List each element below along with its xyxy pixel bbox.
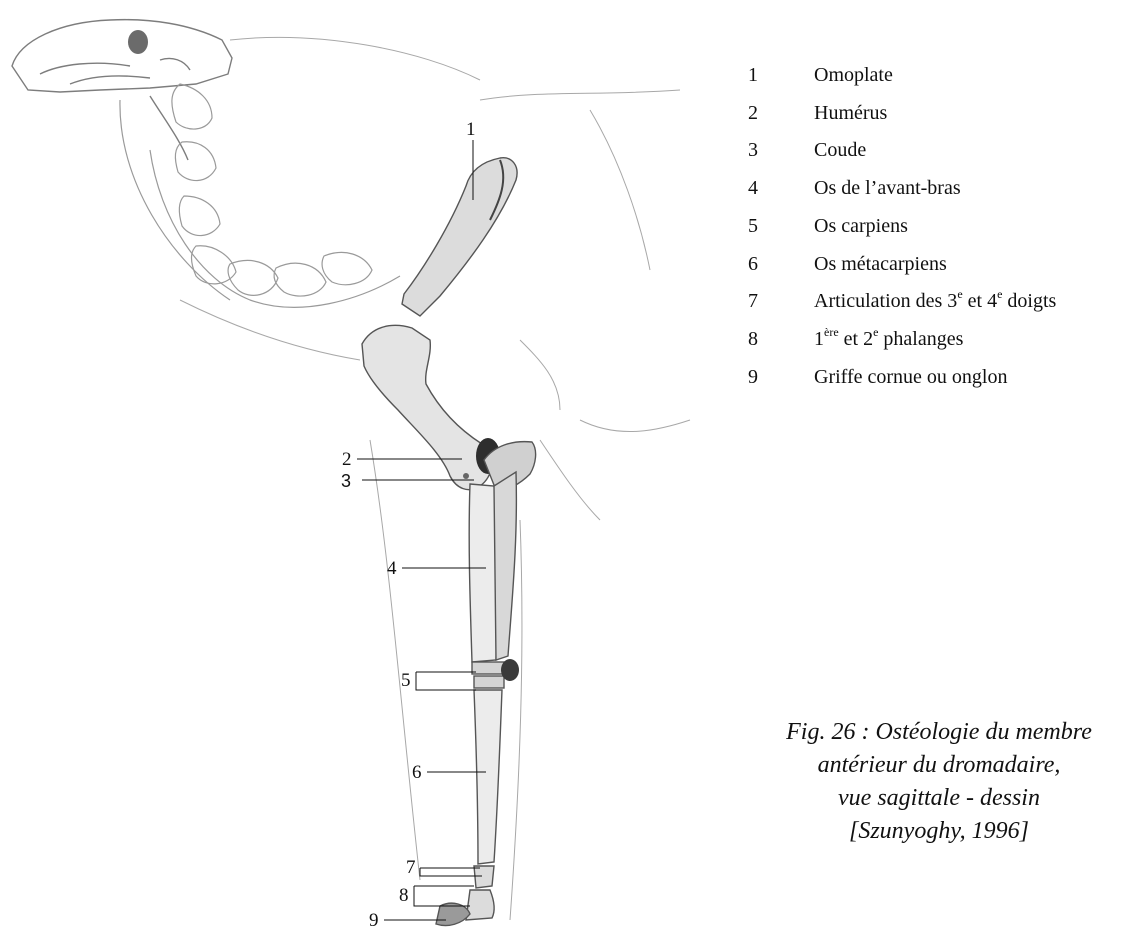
neck-vertebrae-sketch [120,84,400,307]
label-3: 3 [341,472,351,490]
caption-line-1: Fig. 26 : Ostéologie du membre [724,716,1138,749]
legend-number: 4 [748,176,772,200]
legend-number: 9 [748,365,772,389]
legend-number: 7 [748,289,772,313]
legend-text: Os de l’avant-bras [814,176,961,200]
caption-line-2: antérieur du dromadaire, [724,749,1138,782]
carpal-bones [472,659,519,688]
forearm-bones [469,472,516,662]
legend-number: 6 [748,252,772,276]
legend-text: Omoplate [814,63,893,87]
label-9: 9 [369,911,379,930]
legend-number: 8 [748,327,772,351]
legend-text: Humérus [814,101,887,125]
label-8: 8 [399,886,409,905]
legend-text: Coude [814,138,866,162]
caption-line-4: [Szunyoghy, 1996] [724,815,1138,848]
figure-caption: Fig. 26 : Ostéologie du membre antérieur… [724,716,1138,848]
legend-text: Griffe cornue ou onglon [814,365,1007,389]
body-outline-sketch [180,37,690,920]
label-1: 1 [466,120,476,139]
legend-text: Os carpiens [814,214,908,238]
legend-text: Articulation des 3e et 4e doigts [814,289,1056,313]
label-2: 2 [342,450,352,469]
phalanges-bones [436,866,494,926]
label-6: 6 [412,763,422,782]
camel-skull-sketch [12,20,232,160]
legend-text: Os métacarpiens [814,252,947,276]
caption-line-3: vue sagittale - dessin [724,782,1138,815]
legend-number: 5 [748,214,772,238]
label-5: 5 [401,671,411,690]
legend-number: 3 [748,138,772,162]
scapula-bone [402,158,517,316]
metacarpal-bone [474,690,502,864]
label-4: 4 [387,559,397,578]
legend-number: 1 [748,63,772,87]
humerus-bone [362,325,500,489]
label-7: 7 [406,858,416,877]
legend-text: 1ère et 2e phalanges [814,327,963,351]
legend-number: 2 [748,101,772,125]
